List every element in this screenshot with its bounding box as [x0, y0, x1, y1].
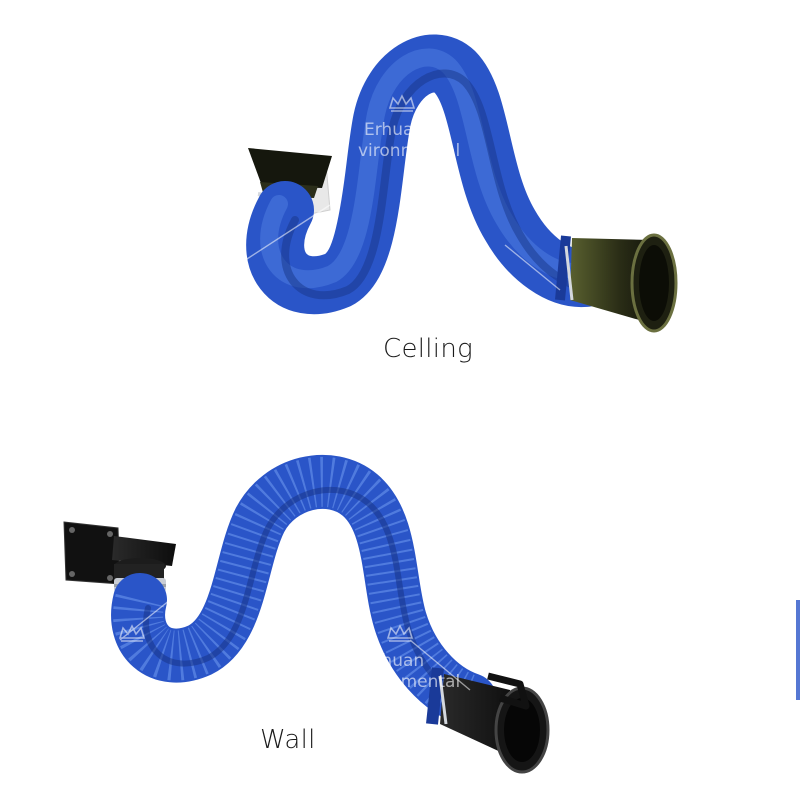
- wall-swivel-head: [112, 536, 176, 580]
- wall-capture-hood: [438, 672, 550, 774]
- ceiling-caption: Celling: [383, 334, 474, 364]
- watermark-line2: vironmental: [358, 141, 460, 161]
- ceiling-hose-band: [555, 235, 571, 301]
- ceiling-capture-hood: [564, 233, 678, 333]
- crown-icon: [386, 624, 414, 642]
- wall-caption: Wall: [260, 725, 316, 755]
- wall-hood-handle: [487, 672, 530, 710]
- watermark-line2: vironmental: [358, 672, 460, 692]
- crown-icon: [118, 624, 146, 642]
- watermark-text: Erhuan vironmental Erhuan vironmental: [358, 120, 460, 692]
- watermark: [118, 94, 561, 691]
- partial-fitting-edge: [796, 600, 800, 700]
- watermark-line1: Erhuan: [364, 651, 424, 671]
- wall-hose-band: [426, 667, 444, 725]
- wall-hose: [111, 454, 497, 727]
- watermark-line1: Erhuan: [364, 120, 424, 140]
- crown-icon: [388, 94, 416, 112]
- wall-mount-bracket: [63, 521, 121, 585]
- wall-extraction-arm: [63, 454, 550, 774]
- ceiling-extraction-arm: [246, 34, 678, 333]
